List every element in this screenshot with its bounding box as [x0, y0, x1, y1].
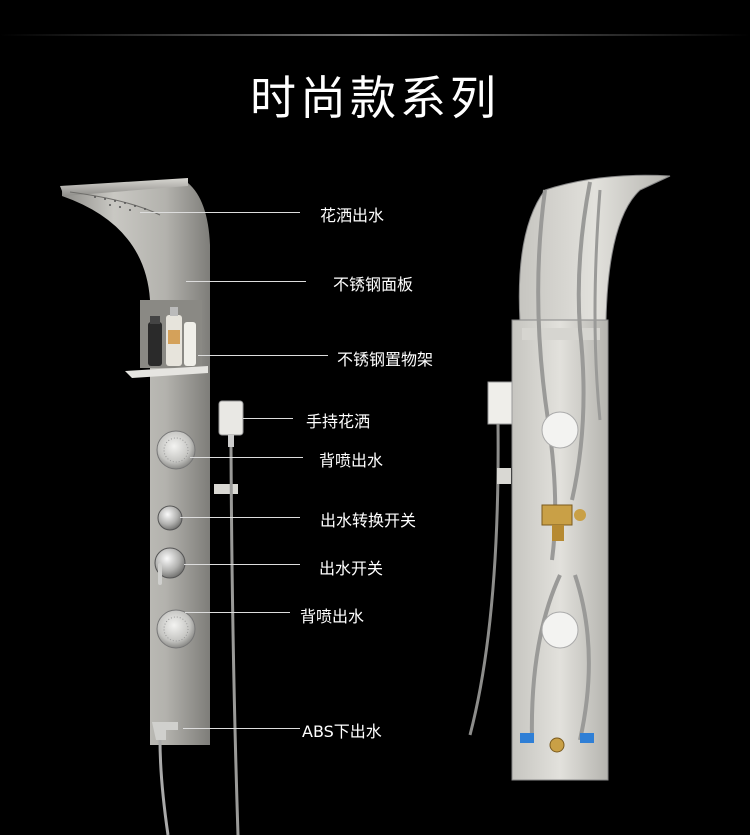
label-back-jet-bottom: 背喷出水 — [300, 607, 365, 626]
leader-shelf — [198, 355, 328, 356]
leader-back-jet-top — [190, 457, 303, 458]
label-back-jet-top: 背喷出水 — [319, 451, 384, 470]
label-shower-head: 花洒出水 — [320, 206, 385, 225]
label-abs-outlet: ABS下出水 — [302, 722, 382, 741]
leader-back-jet-bottom — [185, 612, 290, 613]
leader-diverter — [180, 517, 300, 518]
label-shelf: 不锈钢置物架 — [337, 350, 434, 369]
leader-panel — [186, 281, 306, 282]
front-panel — [60, 178, 244, 835]
leader-water-switch — [184, 564, 300, 565]
page-title: 时尚款系列 — [250, 71, 500, 125]
top-divider-line — [0, 34, 750, 36]
leader-abs-outlet — [183, 728, 300, 729]
label-panel: 不锈钢面板 — [333, 275, 414, 294]
label-water-switch: 出水开关 — [319, 559, 384, 578]
label-diverter: 出水转换开关 — [320, 511, 417, 530]
label-hand-shower: 手持花洒 — [306, 412, 371, 431]
leader-hand-shower — [243, 418, 293, 419]
back-panel — [468, 174, 671, 781]
leader-shower-head — [140, 212, 300, 213]
